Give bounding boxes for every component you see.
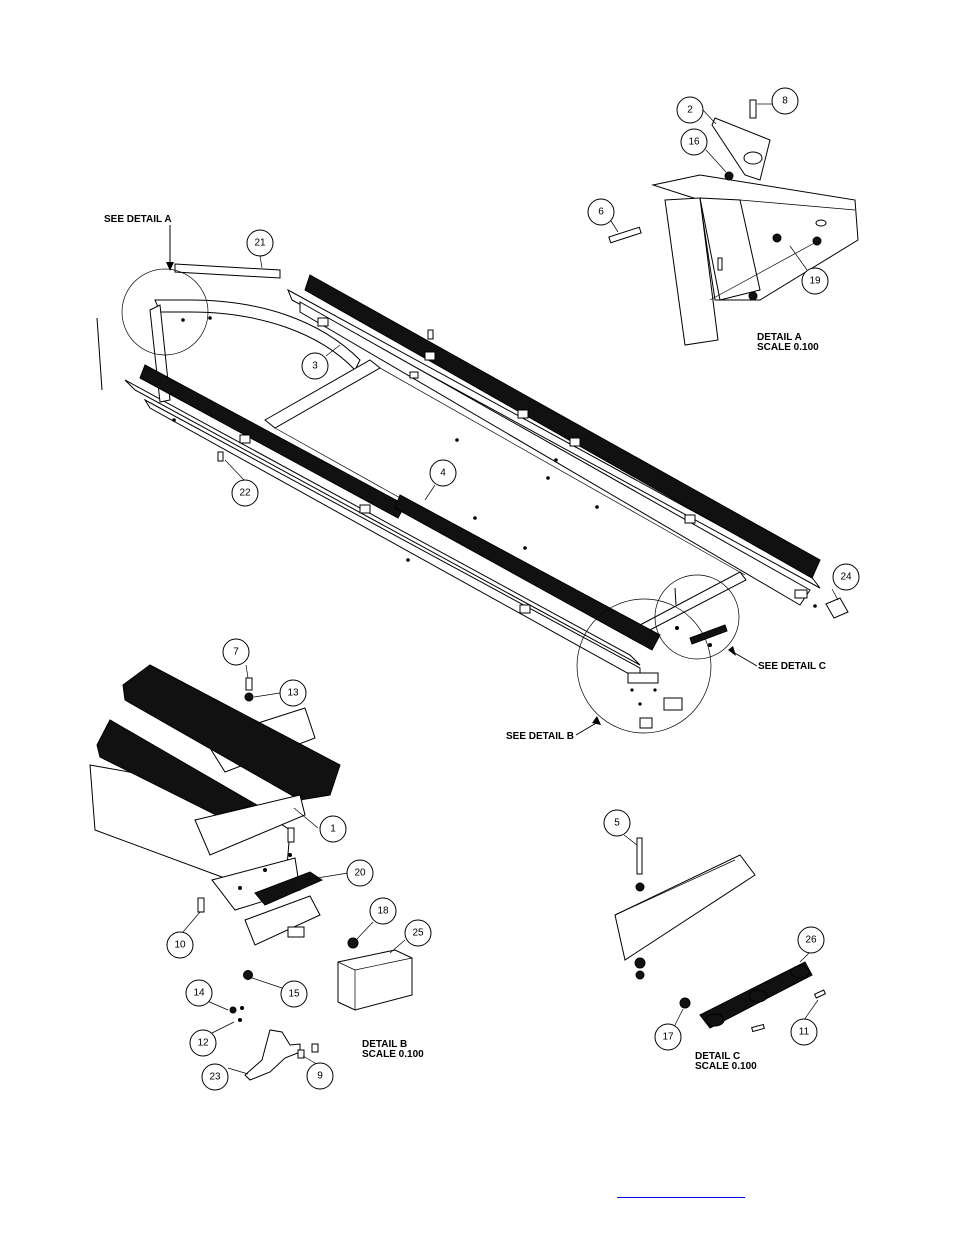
callout-3-label: 3	[312, 361, 318, 372]
callout-26: 26	[797, 926, 825, 954]
main-frame-assembly	[96, 263, 849, 681]
detail-c-circle-parts	[674, 587, 728, 647]
callout-16-label: 16	[688, 137, 700, 148]
detail-b-title: DETAIL B	[362, 1039, 407, 1050]
callout-13-label: 13	[287, 688, 299, 699]
callout-19-label: 19	[809, 276, 821, 287]
callout-20: 20	[346, 859, 374, 887]
see-detail-a-note: SEE DETAIL A	[104, 214, 172, 225]
detail-a-scale: SCALE 0.100	[757, 342, 819, 353]
detail-c-title: DETAIL C	[695, 1051, 740, 1062]
callout-12-label: 12	[197, 1038, 209, 1049]
callout-9-label: 9	[317, 1071, 323, 1082]
callout-8-label: 8	[782, 96, 788, 107]
callout-7-label: 7	[233, 647, 239, 658]
callout-21: 21	[246, 229, 274, 257]
callout-26-label: 26	[805, 935, 817, 946]
callout-21-label: 21	[254, 238, 266, 249]
callout-24: 24	[832, 563, 860, 591]
detail-a-circle	[121, 268, 209, 356]
callout-10-label: 10	[174, 940, 186, 951]
detail-c-scale: SCALE 0.100	[695, 1061, 757, 1072]
callout-20-label: 20	[354, 868, 366, 879]
callout-14: 14	[185, 979, 213, 1007]
callout-12: 12	[189, 1029, 217, 1057]
detail-a-drawing	[608, 99, 859, 346]
callout-17: 17	[654, 1023, 682, 1051]
callout-11-label: 11	[799, 1027, 810, 1038]
callout-25-label: 25	[412, 928, 424, 939]
callout-3: 3	[301, 352, 329, 380]
detail-b-scale: SCALE 0.100	[362, 1049, 424, 1060]
callout-2-label: 2	[687, 105, 693, 116]
callout-25: 25	[404, 919, 432, 947]
callout-9: 9	[306, 1062, 334, 1090]
callout-5: 5	[603, 809, 631, 837]
callout-18: 18	[369, 897, 397, 925]
callout-10: 10	[166, 931, 194, 959]
callout-15-label: 15	[288, 989, 300, 1000]
detail-a-title: DETAIL A	[757, 332, 802, 343]
callout-15: 15	[280, 980, 308, 1008]
callout-23-label: 23	[209, 1072, 221, 1083]
callout-1: 1	[319, 815, 347, 843]
callout-19: 19	[801, 267, 829, 295]
detail-c-circle	[654, 574, 740, 660]
callout-8: 8	[771, 87, 799, 115]
callout-22: 22	[231, 479, 259, 507]
callout-14-label: 14	[193, 988, 205, 999]
callout-4-label: 4	[440, 468, 446, 479]
callout-1-label: 1	[330, 824, 336, 835]
see-detail-b-note: SEE DETAIL B	[506, 731, 574, 742]
callout-6: 6	[587, 198, 615, 226]
callout-4: 4	[429, 459, 457, 487]
callout-17-label: 17	[662, 1032, 674, 1043]
detail-b-drawing	[89, 664, 413, 1081]
callout-2: 2	[676, 96, 704, 124]
detail-b-circle-parts	[627, 672, 683, 729]
callout-13: 13	[279, 679, 307, 707]
callout-5-label: 5	[614, 818, 620, 829]
callout-6-label: 6	[598, 207, 604, 218]
footer-hyperlink[interactable]	[617, 1183, 745, 1198]
callout-7: 7	[222, 638, 250, 666]
callout-16: 16	[680, 128, 708, 156]
callout-22-label: 22	[239, 488, 251, 499]
callout-18-label: 18	[377, 906, 389, 917]
callout-24-label: 24	[840, 572, 852, 583]
detail-c-drawing	[614, 834, 827, 1033]
callout-11: 11	[790, 1018, 818, 1046]
callout-23: 23	[201, 1063, 229, 1091]
detail-b-circle	[576, 598, 712, 734]
see-detail-c-note: SEE DETAIL C	[758, 661, 826, 672]
